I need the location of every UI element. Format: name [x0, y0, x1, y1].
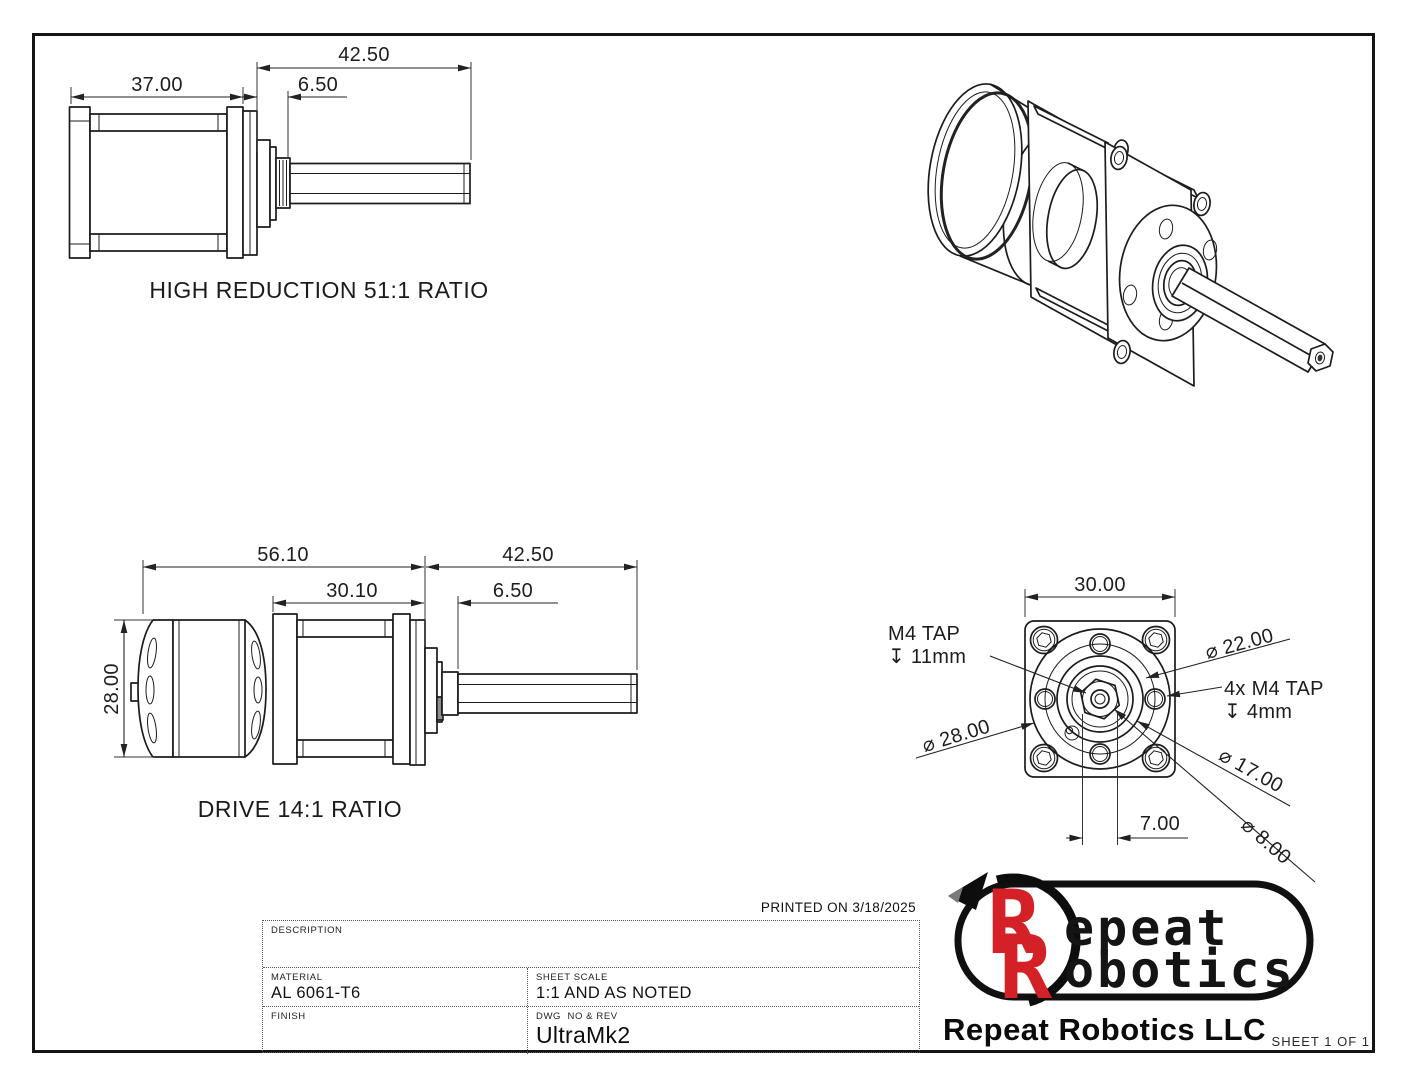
view-drive: 56.10 42.50 30.10 6.50 28.00 DRIVE 14:1 … — [101, 544, 638, 822]
repeat-robotics-logo: R R epeat obotics Repeat Robotics LLC — [943, 871, 1314, 1047]
dim-shaft-42-50: 42.50 — [338, 44, 390, 66]
logo-r-front: R — [999, 916, 1052, 1019]
label-center-tap-1: M4 TAP — [888, 623, 960, 645]
logo-arrowhead-accent — [948, 887, 963, 903]
label-bolt-circle: ⌀ 22.00 — [1203, 625, 1276, 664]
label-shaft-dia: ⌀ 8.00 — [1237, 814, 1295, 869]
dimensions-drive: 56.10 42.50 30.10 6.50 28.00 — [101, 544, 638, 758]
dim-body-37-00: 37.00 — [131, 74, 183, 96]
iso-corner-screws — [1110, 145, 1211, 365]
logo-word-obotics: obotics — [1064, 941, 1296, 999]
tapped-holes — [1034, 633, 1166, 765]
material-cell: MATERIAL AL 6061-T6 — [263, 968, 919, 1003]
gearbox-51-outline — [68, 106, 471, 259]
sheet-border — [32, 33, 1375, 1053]
material-value: AL 6061-T6 — [271, 984, 361, 1002]
flange-face-outline — [1024, 620, 1176, 778]
logo-r-back: R — [987, 871, 1040, 974]
view-high-reduction: 42.50 37.00 6.50 HIGH REDUCTION 51:1 RAT… — [68, 44, 488, 303]
dwg-label: DWG NO & REV — [536, 1011, 618, 1022]
title-block-material-row: MATERIAL AL 6061-T6 SHEET SCALE 1:1 AND … — [263, 968, 919, 1007]
finish-cell: FINISH — [263, 1007, 919, 1022]
dim-diameter-28-00: 28.00 — [101, 663, 123, 715]
dim-gearbox-30-10: 30.10 — [326, 580, 378, 602]
dwg-cell: DWG NO & REV UltraMk2 — [527, 1007, 921, 1054]
dwg-value: UltraMk2 — [536, 1022, 631, 1048]
description-label: DESCRIPTION — [271, 925, 343, 936]
sheet-scale-label: SHEET SCALE — [536, 972, 608, 983]
dim-shoulder-6-50-drive: 6.50 — [493, 580, 533, 602]
label-high-reduction: HIGH REDUCTION 51:1 RATIO — [149, 277, 488, 303]
view-front-flange: 30.00 7.00 M4 TAP ↧ 11mm ⌀ 22.00 4x M4 T… — [888, 574, 1324, 883]
label-drive: DRIVE 14:1 RATIO — [198, 796, 402, 822]
sheet-scale-cell: SHEET SCALE 1:1 AND AS NOTED — [527, 968, 921, 1006]
logo-stadium-outline — [954, 880, 1314, 1001]
motor-gearbox-outline — [130, 613, 638, 766]
material-label: MATERIAL — [271, 972, 323, 983]
isometric-assembly — [927, 83, 1334, 387]
sheet-count-note: SHEET 1 OF 1 — [1271, 1034, 1370, 1049]
logo-company-name: Repeat Robotics LLC — [943, 1012, 1266, 1047]
dim-overall-56-10: 56.10 — [257, 544, 309, 566]
logo-arrowhead-icon — [948, 872, 988, 910]
finish-label: FINISH — [271, 1011, 306, 1022]
title-block-description-row: DESCRIPTION — [263, 921, 919, 968]
view-isometric — [927, 83, 1334, 387]
label-body-dia: ⌀ 28.00 — [920, 716, 993, 757]
printed-on-note: PRINTED ON 3/18/2025 — [760, 900, 916, 915]
label-corner-tap-2: ↧ 4mm — [1224, 701, 1292, 723]
title-block: DESCRIPTION MATERIAL AL 6061-T6 SHEET SC… — [262, 920, 920, 1054]
dim-flange-30-00: 30.00 — [1074, 574, 1126, 596]
dimensions-51: 42.50 37.00 6.50 — [70, 44, 472, 160]
logo-word-epeat: epeat — [1064, 899, 1230, 957]
title-block-finish-row: FINISH DWG NO & REV UltraMk2 — [263, 1007, 919, 1054]
logo-arrow-arc — [995, 873, 1081, 1007]
label-center-tap-2: ↧ 11mm — [888, 646, 966, 668]
sheet-scale-value: 1:1 AND AS NOTED — [536, 984, 692, 1002]
dim-hex-7-00: 7.00 — [1140, 813, 1180, 835]
dim-shoulder-6-50: 6.50 — [298, 74, 338, 96]
label-corner-tap-1: 4x M4 TAP — [1224, 678, 1324, 700]
dim-shaft-42-50-drive: 42.50 — [502, 544, 554, 566]
